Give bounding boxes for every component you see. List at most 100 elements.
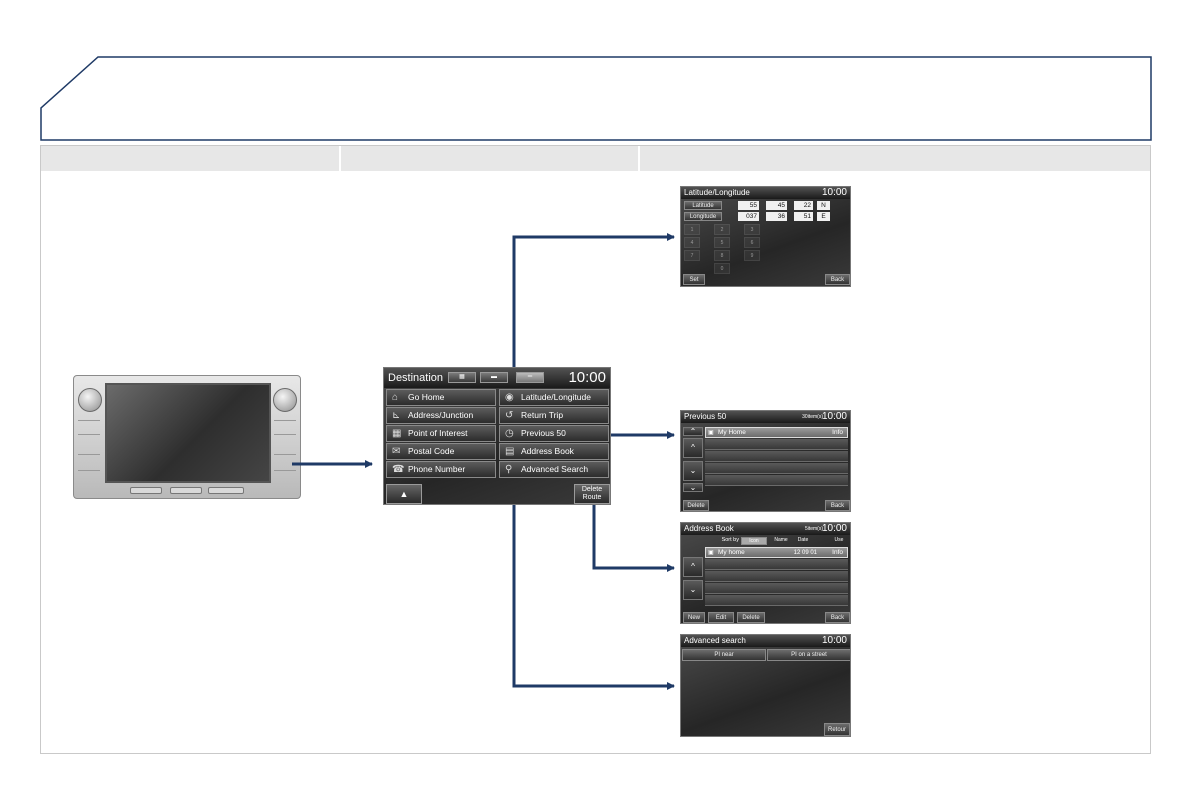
map-button xyxy=(274,420,296,428)
list-item[interactable]: ▣ My Home Info xyxy=(705,427,848,438)
column-header-3 xyxy=(640,146,1150,171)
head-unit-image xyxy=(73,375,301,499)
retour-button[interactable]: Retour xyxy=(824,723,850,736)
destination-screen: Destination ▦ ▬ ═ 10:00 ⌂Go Home ⊾Addres… xyxy=(383,367,611,505)
info-button[interactable]: Info xyxy=(832,549,843,556)
settings-button xyxy=(130,487,162,494)
go-home-button[interactable]: ⌂Go Home xyxy=(386,389,496,406)
latitude-label[interactable]: Latitude xyxy=(684,201,722,210)
scroll-up-button[interactable]: ▲ xyxy=(386,484,422,504)
destination-clock: 10:00 xyxy=(568,369,606,386)
longitude-degrees[interactable]: 037 xyxy=(738,212,759,221)
longitude-hemisphere[interactable]: E xyxy=(817,212,830,221)
audio-button xyxy=(78,420,100,428)
key-6[interactable]: 6 xyxy=(744,237,760,248)
list-item[interactable] xyxy=(705,475,848,486)
longitude-seconds[interactable]: 51 xyxy=(794,212,813,221)
longitude-label[interactable]: Longitude xyxy=(684,212,722,221)
column-header-2 xyxy=(341,146,638,171)
use-label: Use xyxy=(834,537,844,543)
list-item[interactable] xyxy=(705,439,848,450)
address-book-header: Address Book 5item(s) 10:00 xyxy=(681,523,850,535)
list-item[interactable] xyxy=(705,559,848,570)
destination-header: Destination ▦ ▬ ═ 10:00 xyxy=(384,368,610,388)
destination-title: Destination xyxy=(388,372,444,384)
tab-list-icon[interactable]: ═ xyxy=(516,372,544,383)
key-9[interactable]: 9 xyxy=(744,250,760,261)
new-button[interactable]: New xyxy=(683,612,705,623)
home-icon: ▣ xyxy=(708,550,714,556)
phone-number-button[interactable]: ☎Phone Number xyxy=(386,461,496,478)
key-0[interactable]: 0 xyxy=(714,263,730,274)
open-button xyxy=(78,470,100,478)
address-junction-button[interactable]: ⊾Address/Junction xyxy=(386,407,496,424)
list-item[interactable] xyxy=(705,463,848,474)
power-volume-knob xyxy=(78,388,102,412)
previous-clock: 10:00 xyxy=(821,411,847,422)
book-icon: ▤ xyxy=(505,446,515,457)
address-book-screen: Address Book 5item(s) 10:00 Sort by Icon… xyxy=(680,522,851,624)
edit-button[interactable]: Edit xyxy=(708,612,734,623)
envelope-icon: ✉ xyxy=(392,446,401,457)
track-button xyxy=(78,434,100,442)
longitude-minutes[interactable]: 36 xyxy=(766,212,787,221)
page-down-button[interactable]: ⌄ xyxy=(683,483,703,492)
key-3[interactable]: 3 xyxy=(744,224,760,235)
delete-button[interactable]: Delete xyxy=(737,612,765,623)
scroll-down-button[interactable]: ⌄ xyxy=(683,461,703,481)
advanced-title: Advanced search xyxy=(684,636,746,645)
key-8[interactable]: 8 xyxy=(714,250,730,261)
sort-name-button[interactable]: Name xyxy=(774,537,788,543)
pi-near-tab[interactable]: PI near xyxy=(682,649,766,661)
key-7[interactable]: 7 xyxy=(684,250,700,261)
previous-50-button[interactable]: ◷Previous 50 xyxy=(499,425,609,442)
arrow-to-latlong xyxy=(512,233,675,367)
latitude-hemisphere[interactable]: N xyxy=(817,201,830,210)
delete-button[interactable]: Delete xyxy=(683,500,709,511)
arrow-to-advanced-search xyxy=(512,505,675,690)
set-button[interactable]: Set xyxy=(683,274,705,285)
list-item[interactable] xyxy=(705,595,848,606)
scroll-up-button[interactable]: ^ xyxy=(683,557,703,577)
latitude-longitude-button[interactable]: ◉Latitude/Longitude xyxy=(499,389,609,406)
list-item[interactable] xyxy=(705,571,848,582)
latlong-title: Latitude/Longitude xyxy=(684,188,750,197)
key-5[interactable]: 5 xyxy=(714,237,730,248)
tab-keyboard-icon[interactable]: ▦ xyxy=(448,372,476,383)
search-icon: ⚲ xyxy=(505,464,513,475)
latitude-degrees[interactable]: 55 xyxy=(738,201,759,210)
address-book-clock: 10:00 xyxy=(821,523,847,534)
point-of-interest-button[interactable]: ▦Point of Interest xyxy=(386,425,496,442)
list-item[interactable]: ▣ My home 12 09 01 Info xyxy=(705,547,848,558)
latitude-minutes[interactable]: 45 xyxy=(766,201,787,210)
info-button[interactable]: Info xyxy=(832,429,843,436)
pi-on-a-street-tab[interactable]: PI on a street xyxy=(767,649,850,661)
advanced-search-button[interactable]: ⚲Advanced Search xyxy=(499,461,609,478)
previous-header: Previous 50 30item(s) 10:00 xyxy=(681,411,850,423)
key-4[interactable]: 4 xyxy=(684,237,700,248)
sort-icon-button[interactable]: Icon xyxy=(741,537,767,545)
list-item[interactable] xyxy=(705,583,848,594)
advanced-clock: 10:00 xyxy=(821,635,847,646)
poi-icon: ▦ xyxy=(392,428,402,439)
page-up-button[interactable]: ⌃ xyxy=(683,427,703,436)
address-book-button[interactable]: ▤Address Book xyxy=(499,443,609,460)
nav-button xyxy=(274,454,296,462)
back-button[interactable]: Back xyxy=(825,274,850,285)
postal-code-button[interactable]: ✉Postal Code xyxy=(386,443,496,460)
return-icon: ↺ xyxy=(505,410,514,421)
back-button[interactable]: Back xyxy=(825,500,850,511)
sort-date-button[interactable]: Date xyxy=(797,537,809,543)
back-button[interactable]: Back xyxy=(825,612,850,623)
return-trip-button[interactable]: ↺Return Trip xyxy=(499,407,609,424)
address-book-title: Address Book xyxy=(684,524,734,533)
tab-map-icon[interactable]: ▬ xyxy=(480,372,508,383)
scroll-down-button[interactable]: ⌄ xyxy=(683,580,703,600)
list-item[interactable] xyxy=(705,451,848,462)
key-1[interactable]: 1 xyxy=(684,224,700,235)
latitude-seconds[interactable]: 22 xyxy=(794,201,813,210)
scroll-up-button[interactable]: ^ xyxy=(683,438,703,458)
phone-button xyxy=(274,470,296,478)
key-2[interactable]: 2 xyxy=(714,224,730,235)
